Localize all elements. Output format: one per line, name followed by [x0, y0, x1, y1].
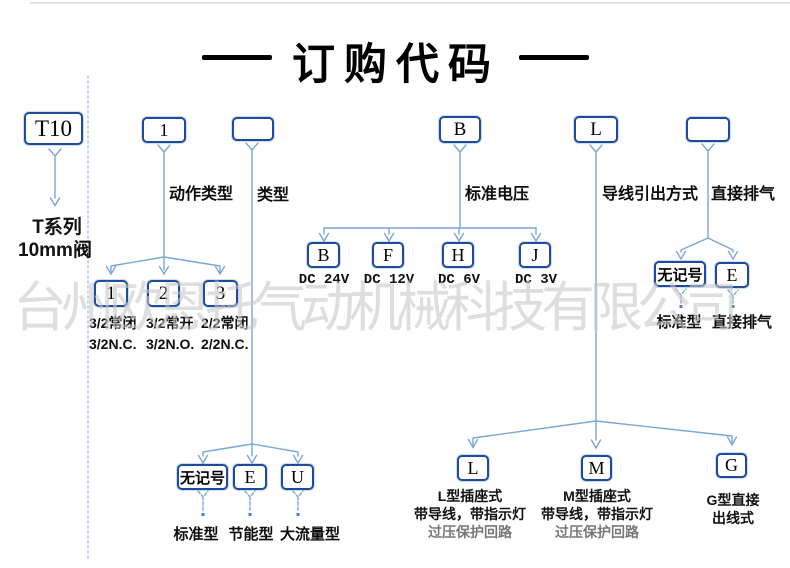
- voltage-option-j-desc: DC 3V: [514, 272, 558, 288]
- action-branch: [105, 144, 226, 276]
- code-box-type: [232, 117, 274, 141]
- code-box-exhaust: [686, 117, 730, 142]
- type-option-none-desc: 标准型: [173, 526, 219, 543]
- lead-option-g-desc: G型直接 出线式: [706, 492, 760, 526]
- exhaust-branch: [675, 143, 739, 261]
- exhaust-group-label: 直接排气: [711, 186, 776, 203]
- voltage-option-h-desc: DC 6V: [437, 272, 481, 288]
- voltage-option-j-box: J: [519, 242, 551, 268]
- series-note-line2: 10mm阀: [18, 240, 92, 261]
- type-option-e-desc: 节能型: [228, 526, 274, 543]
- title-dash-left: [202, 55, 272, 60]
- action-option-1-box: 1: [94, 280, 128, 307]
- t10-connector: [48, 148, 62, 207]
- tail-dots: [201, 305, 735, 516]
- voltage-option-h-box: H: [442, 242, 474, 268]
- lead-group-label: 导线引出方式: [602, 186, 699, 203]
- voltage-branch: [318, 144, 542, 243]
- code-box-lead: L: [574, 116, 618, 143]
- exhaust-option-none-desc: 标准型: [656, 314, 702, 331]
- voltage-option-b-desc: DC 24V: [298, 272, 350, 288]
- lead-option-m-box: M: [581, 455, 612, 481]
- type-group-label: 类型: [257, 187, 290, 204]
- type-option-tails: [197, 490, 304, 512]
- exhaust-option-e-box: E: [715, 262, 749, 288]
- type-option-e-box: E: [233, 464, 267, 490]
- code-box-action: 1: [142, 117, 186, 143]
- lead-option-l-box: L: [457, 455, 489, 481]
- type-option-u-box: U: [281, 464, 314, 490]
- type-option-u-desc: 大流量型: [279, 526, 341, 543]
- action-option-2-box: 2: [147, 280, 180, 307]
- lead-option-g-box: G: [716, 453, 747, 478]
- action-group-label: 动作类型: [169, 186, 234, 203]
- code-box-t10: T10: [24, 112, 83, 145]
- code-box-voltage: B: [439, 116, 481, 143]
- type-option-none-box: 无记号: [177, 464, 228, 490]
- exhaust-option-tails: [675, 288, 739, 304]
- action-option-3-box: 3: [203, 280, 238, 307]
- type-branch: [197, 142, 304, 465]
- lead-option-m-desc: M型插座式 带导线，带指示灯 过压保护回路: [541, 488, 653, 540]
- lead-branch: [467, 144, 738, 450]
- exhaust-option-none-box: 无记号: [654, 261, 706, 287]
- voltage-option-b-box: B: [307, 242, 340, 268]
- voltage-option-f-desc: DC 12V: [363, 272, 415, 288]
- title-dash-right: [519, 55, 589, 60]
- exhaust-option-e-desc: 直接排气: [711, 314, 773, 331]
- voltage-option-f-box: F: [372, 242, 404, 268]
- lead-option-l-desc: L型插座式 带导线，带指示灯 过压保护回路: [414, 488, 526, 540]
- series-note-line1: T系列: [32, 217, 82, 238]
- voltage-group-label: 标准电压: [465, 186, 530, 203]
- top-divider-line: [30, 2, 790, 4]
- page-title: 订购代码: [292, 41, 500, 89]
